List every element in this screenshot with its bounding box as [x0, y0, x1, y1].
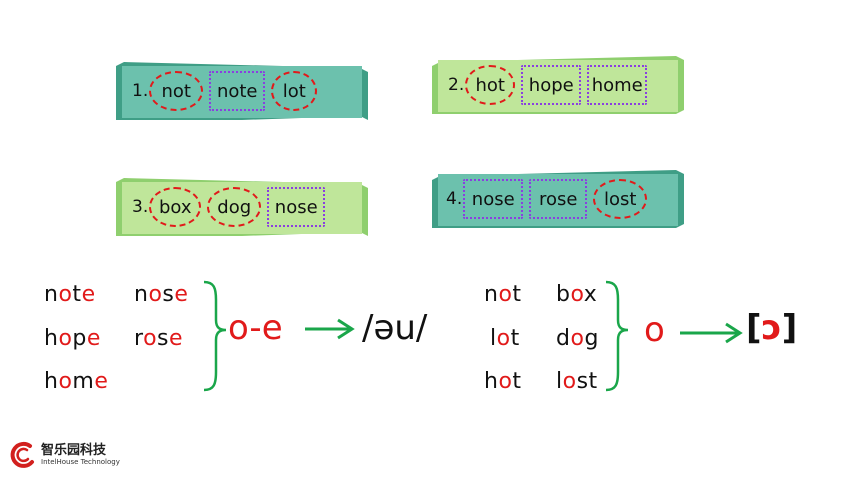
- banner-2-word-2: hope: [521, 65, 582, 105]
- word-nose: nose: [134, 282, 189, 307]
- banner-4: 4. nose rose lost: [432, 170, 684, 228]
- word-hot: hot: [484, 369, 522, 394]
- banner-2: 2. hot hope home: [432, 56, 684, 114]
- word-lost: lost: [556, 369, 598, 394]
- banner-2-number: 2.: [448, 75, 465, 95]
- banner-4-word-3: lost: [593, 179, 648, 219]
- right-brace: [605, 280, 629, 392]
- banner-3-word-3: nose: [267, 187, 326, 227]
- left-brace: [203, 280, 227, 392]
- banner-3-word-2: dog: [207, 187, 262, 227]
- word-dog: dog: [556, 326, 599, 351]
- banner-1-word-2: note: [209, 71, 266, 111]
- logo-swirl-icon: [10, 441, 34, 468]
- banner-2-word-1: hot: [465, 65, 516, 105]
- banner-1-word-1: not: [149, 71, 204, 111]
- rule-o-e: o-e: [228, 308, 283, 348]
- brand-logo: 智乐园科技 IntelHouse Technology: [8, 440, 120, 470]
- right-arrow-head: [725, 322, 743, 344]
- banner-3-number: 3.: [132, 197, 149, 217]
- phonetic-short-o: [ɔ]: [746, 308, 798, 348]
- word-hope: hope: [44, 326, 101, 351]
- word-note: note: [44, 282, 96, 307]
- word-lot: lot: [490, 326, 520, 351]
- word-box: box: [556, 282, 598, 307]
- banner-1-number: 1.: [132, 81, 149, 101]
- phonetic-ou: /əu/: [362, 308, 428, 348]
- banner-4-word-1: nose: [463, 179, 524, 219]
- word-not: not: [484, 282, 522, 307]
- left-arrow-head: [337, 318, 355, 340]
- banner-4-number: 4.: [446, 189, 463, 209]
- rule-o: o: [644, 310, 665, 350]
- logo-chinese-text: 智乐园科技: [41, 442, 107, 458]
- banner-3: 3. box dog nose: [116, 178, 368, 236]
- banner-2-word-3: home: [587, 65, 648, 105]
- word-home: home: [44, 369, 109, 394]
- word-rose: rose: [134, 326, 184, 351]
- banner-1: 1. not note lot: [116, 62, 368, 120]
- logo-english-text: IntelHouse Technology: [41, 457, 120, 466]
- banner-4-word-2: rose: [529, 179, 588, 219]
- banner-3-word-1: box: [149, 187, 202, 227]
- banner-1-word-3: lot: [271, 71, 318, 111]
